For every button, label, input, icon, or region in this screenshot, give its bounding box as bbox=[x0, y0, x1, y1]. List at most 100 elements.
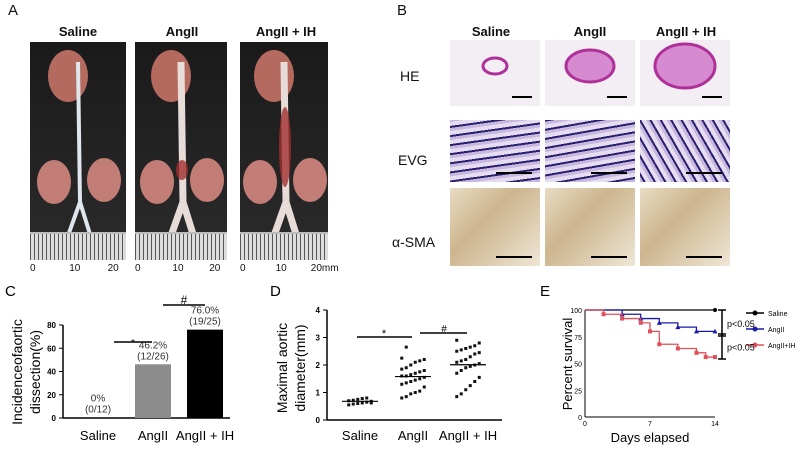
data-point bbox=[413, 391, 417, 394]
data-point bbox=[413, 371, 417, 375]
data-point bbox=[464, 388, 468, 392]
data-point bbox=[418, 370, 422, 374]
evg-stain-image bbox=[640, 120, 730, 182]
data-point bbox=[455, 338, 459, 342]
y-axis-label: Incidenceofaortic bbox=[9, 319, 25, 425]
aortic-section bbox=[653, 42, 717, 90]
significance-marker: * bbox=[131, 338, 135, 349]
panel-c-label: C bbox=[5, 283, 16, 300]
significance-marker: # bbox=[441, 324, 447, 335]
data-point bbox=[477, 375, 481, 379]
panel-d-label: D bbox=[270, 283, 281, 300]
legend-label: AngII bbox=[768, 327, 784, 334]
curve-marker bbox=[693, 328, 699, 334]
x-tick-label: AngII + IH bbox=[439, 428, 497, 443]
curve-marker bbox=[713, 355, 717, 360]
curve-marker bbox=[601, 312, 606, 317]
ruler-label: 20 bbox=[107, 263, 119, 274]
data-point bbox=[351, 398, 355, 402]
data-point bbox=[455, 360, 459, 364]
curve-marker bbox=[638, 320, 643, 325]
data-point bbox=[365, 396, 369, 400]
p-value-annotation: p<0.05 bbox=[727, 343, 755, 353]
data-point bbox=[404, 345, 408, 349]
data-point bbox=[455, 349, 459, 353]
data-point bbox=[404, 366, 408, 370]
data-label: (0/12) bbox=[85, 405, 111, 416]
scale-bar bbox=[591, 172, 627, 174]
heart bbox=[254, 50, 294, 102]
data-point bbox=[400, 367, 404, 371]
aortic-section bbox=[564, 48, 616, 84]
dissection-hematoma bbox=[176, 160, 188, 180]
x-tick-label: 14 bbox=[711, 421, 719, 428]
data-point bbox=[473, 344, 477, 348]
y-tick-label: 4 bbox=[316, 306, 321, 315]
panel-a-title-saline: Saline bbox=[58, 24, 98, 39]
legend-label: Saline bbox=[768, 311, 788, 318]
kidney-left bbox=[37, 160, 71, 204]
panel-b-title-angii-ih: AngII + IH bbox=[655, 24, 717, 39]
data-point bbox=[473, 380, 477, 383]
data-point bbox=[464, 347, 468, 350]
x-axis-label: Days elapsed bbox=[611, 430, 690, 445]
significance-bracket bbox=[718, 333, 726, 360]
data-point bbox=[413, 360, 417, 364]
y-tick-label: 40 bbox=[47, 368, 56, 377]
scale-bar bbox=[686, 256, 722, 258]
ruler-label: 0 bbox=[240, 263, 246, 274]
data-point bbox=[459, 359, 463, 363]
evg-stain-image bbox=[545, 120, 635, 182]
data-label: (19/25) bbox=[189, 317, 221, 328]
y-tick-label: 0 bbox=[316, 416, 321, 425]
legend-marker bbox=[752, 310, 758, 316]
curve-marker bbox=[657, 342, 662, 347]
y-tick-label: 50 bbox=[574, 362, 582, 369]
data-point bbox=[422, 385, 426, 389]
data-point bbox=[473, 352, 477, 356]
x-tick-label: 0 bbox=[583, 421, 587, 428]
curve-marker bbox=[648, 329, 652, 334]
kidney-left bbox=[243, 160, 277, 204]
data-label: 0% bbox=[91, 394, 106, 405]
kidney-right bbox=[190, 158, 224, 202]
data-point bbox=[409, 363, 413, 367]
data-point bbox=[468, 355, 472, 359]
y-tick-label: 20 bbox=[47, 391, 56, 400]
significance-bracket bbox=[718, 309, 726, 337]
kidney-right bbox=[293, 158, 327, 202]
heart bbox=[48, 50, 88, 102]
data-point bbox=[468, 345, 472, 349]
kidney-right bbox=[87, 158, 121, 202]
data-point bbox=[356, 397, 360, 401]
bar bbox=[187, 329, 223, 418]
y-tick-label: 2 bbox=[316, 361, 321, 370]
y-tick-label: 25 bbox=[574, 388, 582, 395]
y-axis-label: diameter(mm) bbox=[292, 324, 308, 411]
y-tick-label: 1 bbox=[316, 389, 321, 398]
data-point bbox=[347, 403, 351, 407]
asma-stain-image bbox=[545, 188, 635, 266]
data-point bbox=[477, 362, 481, 366]
data-point bbox=[468, 384, 472, 388]
data-point bbox=[418, 359, 422, 363]
kidney-left bbox=[140, 160, 174, 204]
curve-marker bbox=[712, 328, 718, 334]
dissection-hematoma bbox=[279, 107, 291, 187]
ruler-label: 20 bbox=[209, 263, 221, 274]
data-label: 76.0% bbox=[191, 306, 219, 317]
y-axis-label: Maximal aortic bbox=[274, 323, 290, 413]
curve-marker bbox=[675, 346, 680, 351]
data-point bbox=[464, 366, 468, 370]
scale-bar bbox=[702, 96, 722, 98]
scale-bar bbox=[591, 256, 627, 258]
data-point bbox=[351, 402, 355, 406]
data-point bbox=[455, 395, 459, 399]
data-label: 46.2% bbox=[139, 340, 167, 351]
data-point bbox=[459, 348, 463, 352]
x-tick-label: 7 bbox=[648, 421, 652, 428]
ruler bbox=[135, 232, 227, 260]
